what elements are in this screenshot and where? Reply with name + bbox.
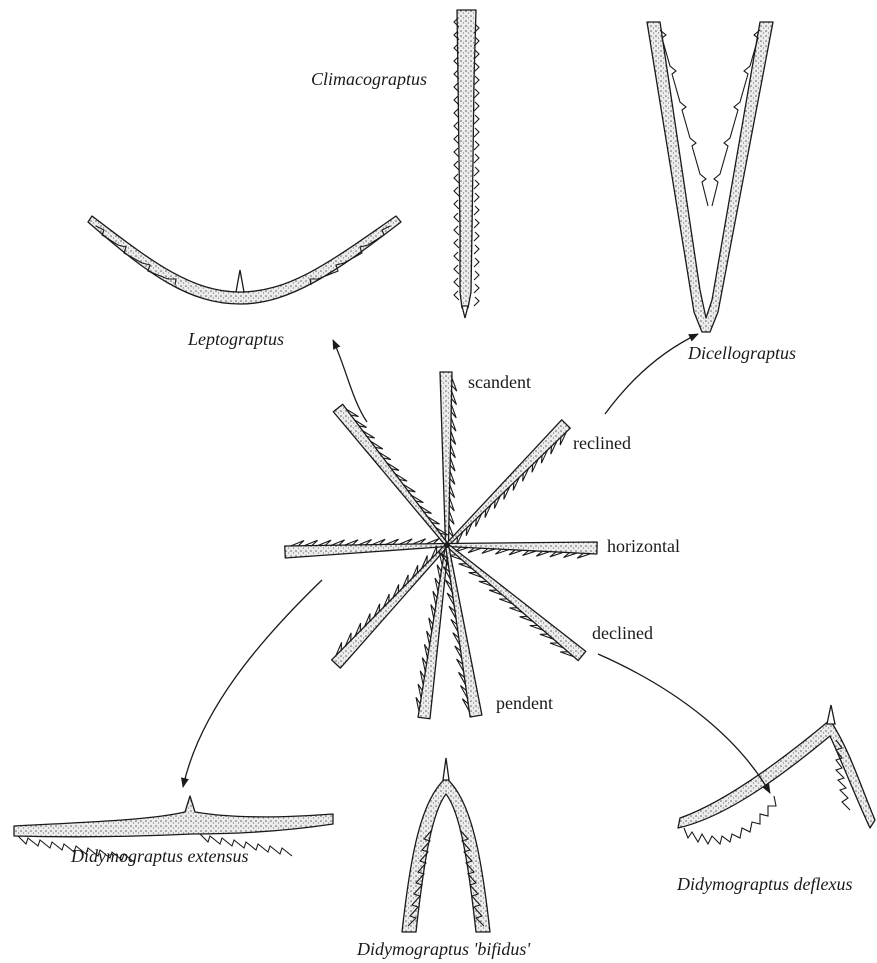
didymograptus-deflexus-fossil [678, 705, 875, 844]
arrow-to-didymograptus-deflexus [598, 654, 770, 793]
label-didymograptus-extensus: Didymograptus extensus [70, 846, 248, 866]
arrow-to-didymograptus-extensus [183, 580, 322, 787]
climacograptus-fossil [454, 10, 479, 318]
label-declined: declined [592, 623, 653, 643]
didymograptus-bifidus-fossil [402, 758, 490, 932]
label-leptograptus: Leptograptus [187, 329, 284, 349]
leptograptus-fossil [88, 216, 401, 304]
arrow-to-dicellograptus [605, 334, 698, 414]
sicula-origin [444, 542, 450, 548]
stipe-horizontal-left [285, 544, 447, 558]
stipe-orientation-star [285, 372, 597, 719]
label-dicellograptus: Dicellograptus [687, 343, 796, 363]
label-didymograptus-deflexus: Didymograptus deflexus [676, 874, 852, 894]
label-scandent: scandent [468, 372, 531, 392]
stipe-reclined-left [333, 404, 448, 546]
stipe-declined-left-thecae [336, 546, 437, 656]
label-pendent: pendent [496, 693, 553, 713]
dicellograptus-fossil [647, 22, 773, 332]
label-climacograptus: Climacograptus [311, 69, 427, 89]
label-reclined: reclined [573, 433, 631, 453]
label-horizontal: horizontal [607, 536, 680, 556]
label-didymograptus-bifidus: Didymograptus 'bifidus' [356, 939, 531, 959]
stipe-reclined-right [446, 420, 570, 546]
